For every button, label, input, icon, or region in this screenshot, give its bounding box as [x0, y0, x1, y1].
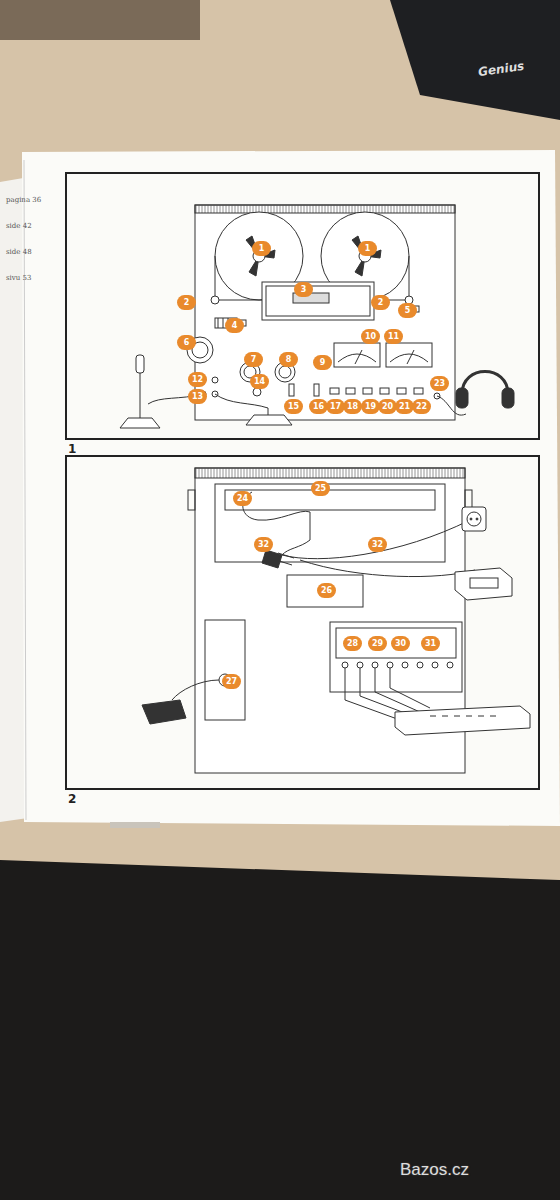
watermark: Bazos.cz: [400, 1160, 469, 1180]
callout-number: 25: [311, 481, 330, 496]
callout-number: 32: [254, 537, 273, 552]
callout-number: 26: [317, 583, 336, 598]
callout-number: 32: [368, 537, 387, 552]
callout-number: 9: [313, 355, 332, 370]
page-reference: sivu 53: [6, 274, 31, 282]
callout-number: 14: [250, 374, 269, 389]
callout-number: 24: [233, 491, 252, 506]
callout-number: 29: [368, 636, 387, 651]
figure-number: 1: [66, 442, 78, 456]
figure-number: 2: [66, 792, 78, 806]
callout-number: 30: [391, 636, 410, 651]
callout-number: 13: [188, 389, 207, 404]
page-reference: pagina 36: [6, 196, 41, 204]
callout-number: 10: [361, 329, 380, 344]
figure-panel: 2: [65, 455, 540, 790]
callout-number: 1: [252, 241, 271, 256]
callout-number: 1: [358, 241, 377, 256]
callout-number: 5: [398, 303, 417, 318]
callout-number: 11: [384, 329, 403, 344]
figure-panel: 1: [65, 172, 540, 440]
page-reference: side 48: [6, 248, 32, 256]
callout-number: 6: [177, 335, 196, 350]
callout-number: 15: [284, 399, 303, 414]
callout-number: 22: [412, 399, 431, 414]
callout-number: 2: [371, 295, 390, 310]
callout-number: 31: [421, 636, 440, 651]
page-reference: side 42: [6, 222, 32, 230]
callout-number: 12: [188, 372, 207, 387]
callout-number: 7: [244, 352, 263, 367]
callout-number: 8: [279, 352, 298, 367]
callout-number: 3: [294, 282, 313, 297]
callout-number: 27: [222, 674, 241, 689]
callout-number: 18: [343, 399, 362, 414]
callout-number: 2: [177, 295, 196, 310]
callout-number: 23: [430, 376, 449, 391]
callout-number: 28: [343, 636, 362, 651]
callout-number: 4: [225, 318, 244, 333]
